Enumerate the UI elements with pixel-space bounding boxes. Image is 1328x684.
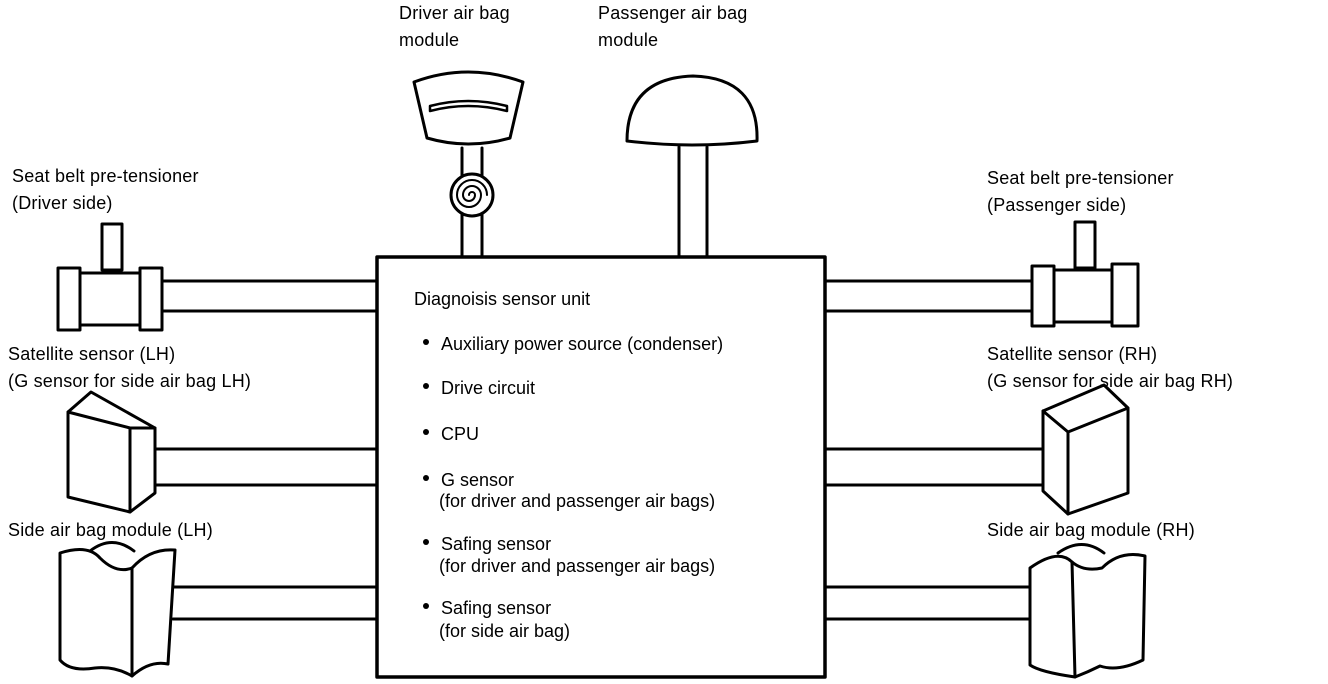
seatbelt-pretensioner-driver-shape [56, 222, 164, 332]
seatbelt-pretensioner-passenger-label: Seat belt pre-tensioner(Passenger side) [987, 168, 1174, 215]
unit-item-safing-sensor-side-note: (for side air bag) [439, 621, 571, 641]
satellite-sensor-rh-label: Satellite sensor (RH)(G sensor for side … [987, 344, 1234, 391]
unit-item-safing-sensor-front-note: (for driver and passenger air bags) [439, 556, 716, 576]
driver-airbag-module-shape [412, 70, 525, 146]
side-airbag-module-lh-shape [58, 541, 177, 678]
diagnosis-sensor-unit-title: Diagnoisis sensor unit [414, 289, 591, 309]
seatbelt-pretensioner-driver-label: Seat belt pre-tensioner(Driver side) [12, 166, 199, 213]
bullet-icon [423, 383, 429, 389]
bullet-icon [423, 475, 429, 481]
satellite-sensor-lh-shape [66, 390, 157, 514]
unit-item-auxiliary-power: Auxiliary power source (condenser) [441, 334, 724, 354]
unit-item-g-sensor-note: (for driver and passenger air bags) [439, 491, 716, 511]
bullet-icon [423, 539, 429, 545]
unit-item-safing-sensor-side: Safing sensor [441, 598, 552, 618]
seatbelt-pretensioner-passenger-shape [1030, 220, 1140, 328]
side-airbag-module-lh-label: Side air bag module (LH) [8, 520, 213, 540]
passenger-airbag-module-shape [625, 74, 759, 147]
unit-item-g-sensor: G sensor [441, 470, 515, 490]
side-airbag-module-rh-label: Side air bag module (RH) [987, 520, 1195, 540]
unit-item-cpu: CPU [441, 424, 480, 444]
bullet-icon [423, 339, 429, 345]
unit-item-safing-sensor-front: Safing sensor [441, 534, 552, 554]
clock-spring-icon [449, 172, 495, 218]
unit-item-drive-circuit: Drive circuit [441, 378, 536, 398]
satellite-sensor-rh-shape [1041, 383, 1130, 516]
bullet-icon [423, 429, 429, 435]
bullet-icon [423, 603, 429, 609]
satellite-sensor-lh-label: Satellite sensor (LH)(G sensor for side … [8, 344, 252, 391]
side-airbag-module-rh-shape [1028, 543, 1147, 679]
driver-airbag-slot [428, 99, 509, 113]
diagnosis-sensor-unit-box [375, 255, 827, 679]
